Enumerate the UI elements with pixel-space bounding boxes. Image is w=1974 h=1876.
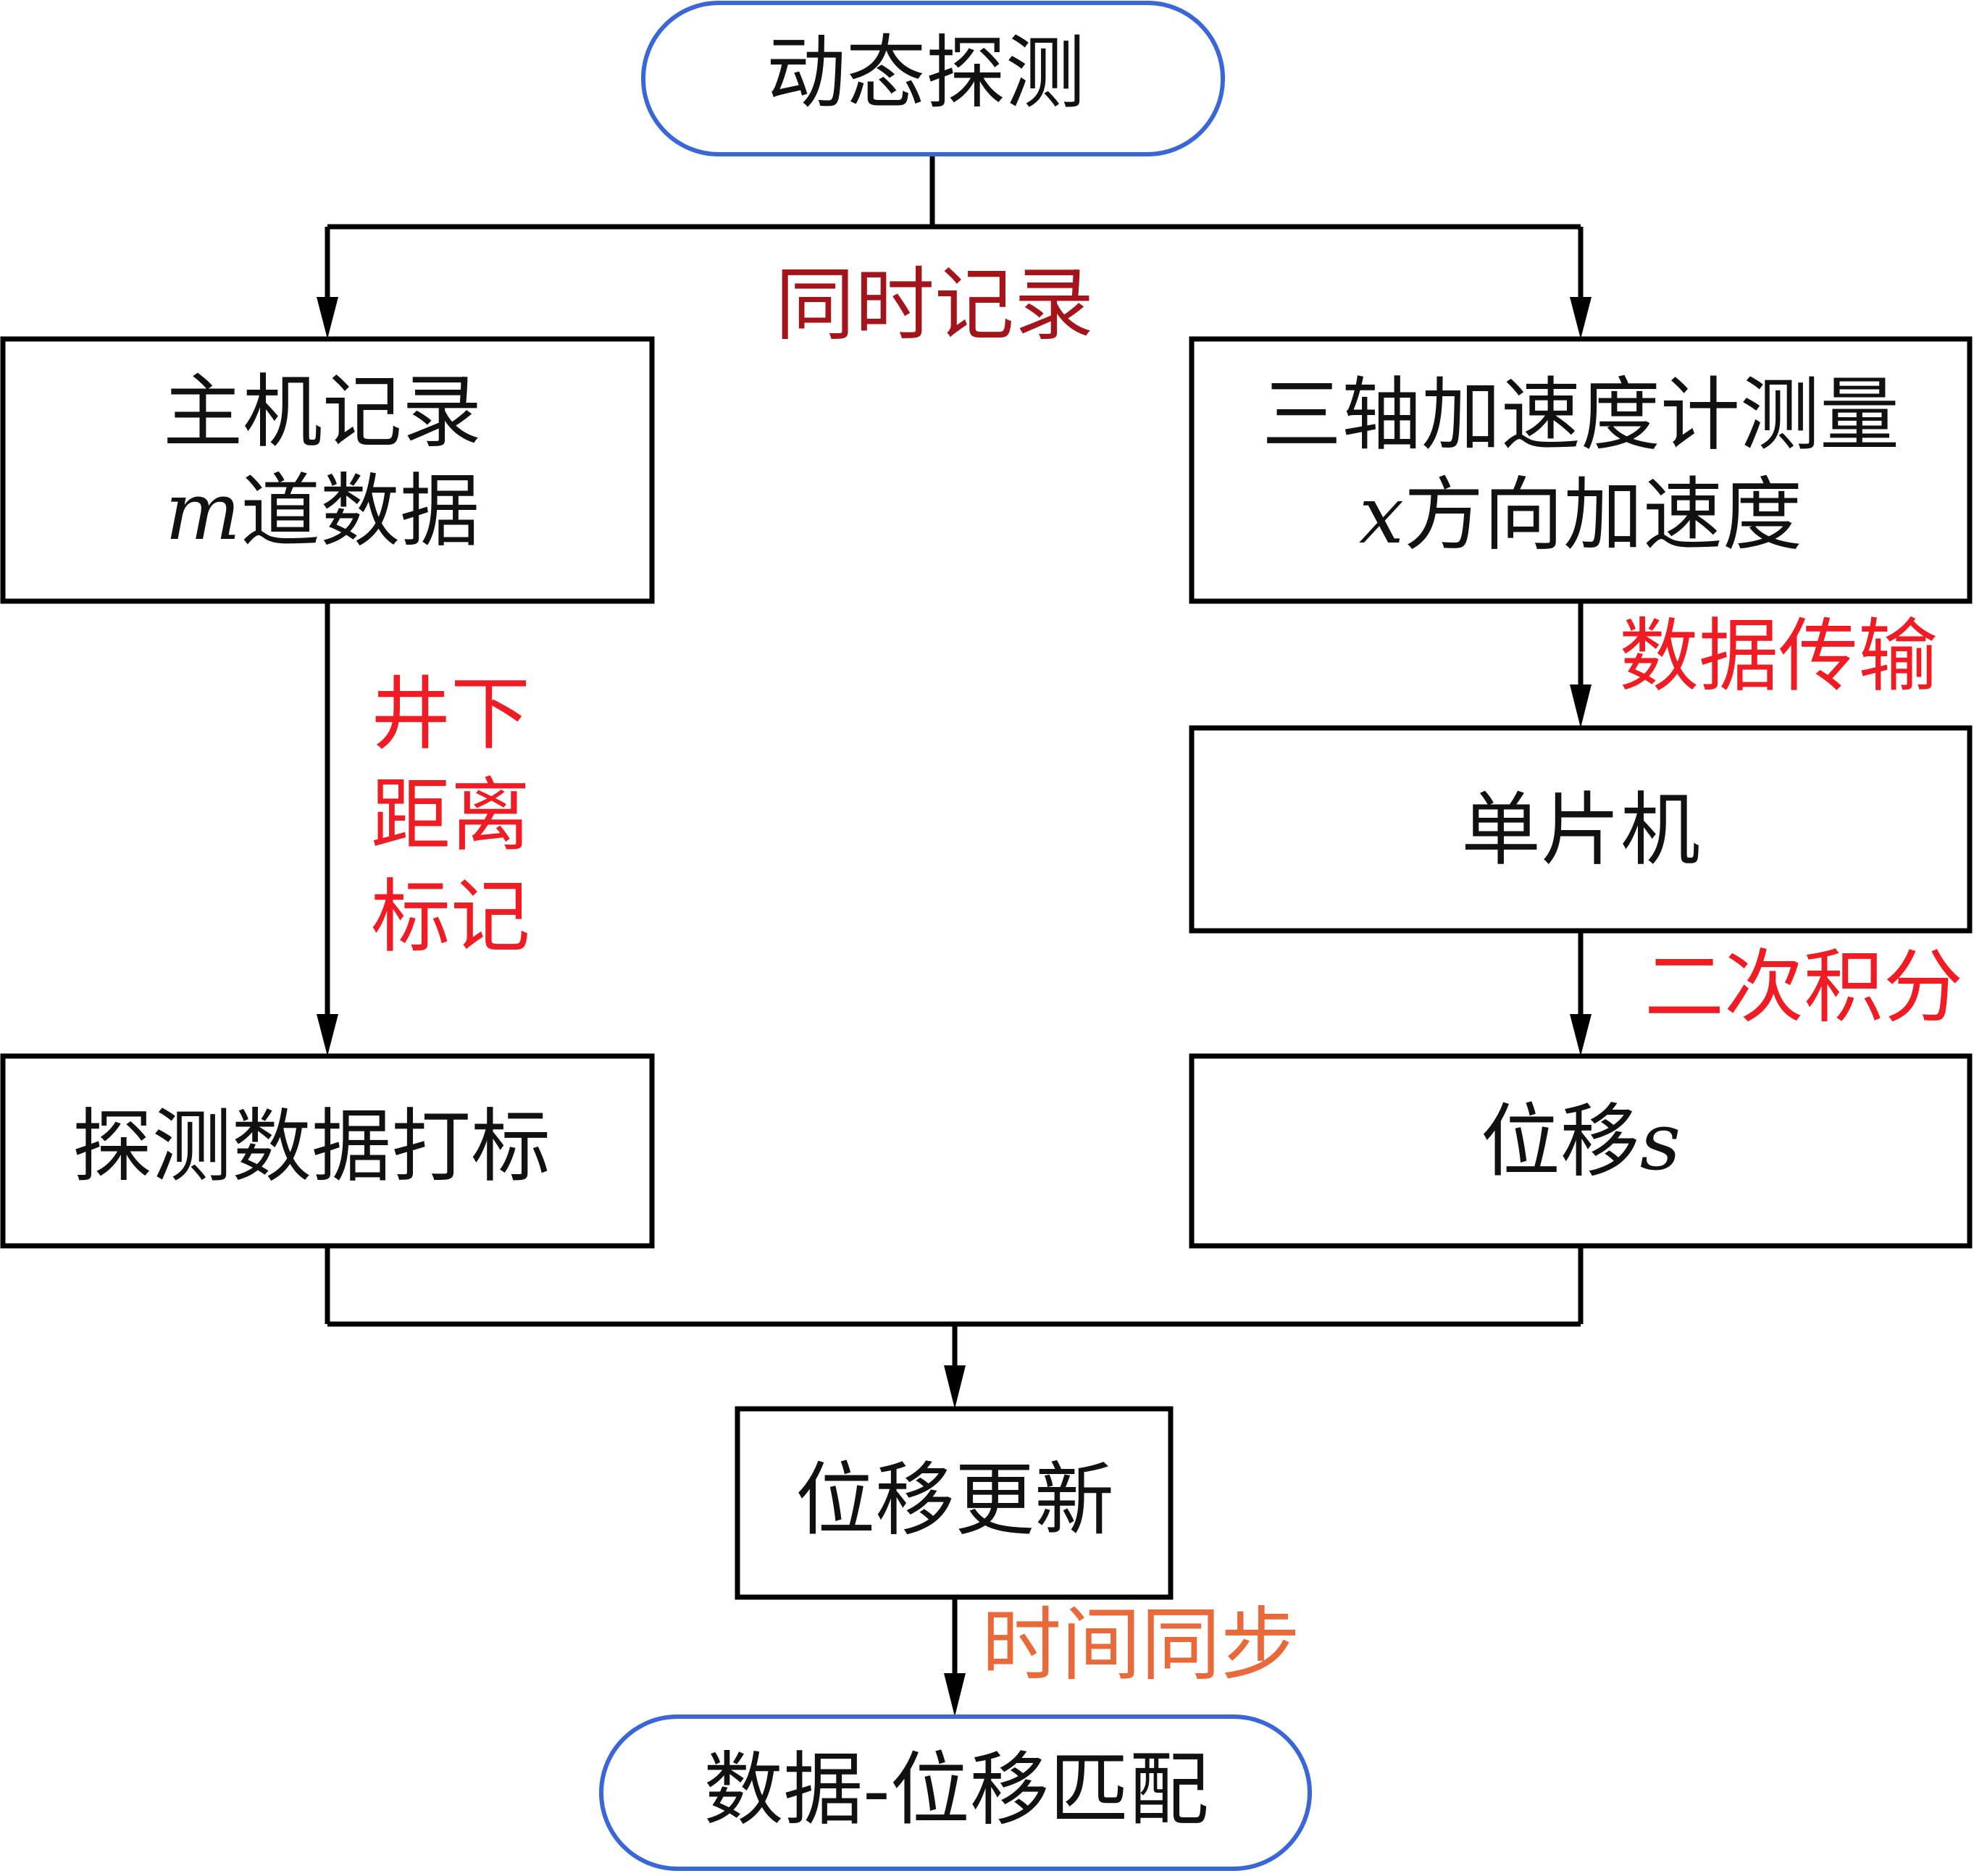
host-record-shape <box>0 336 655 604</box>
displacement-shape <box>1189 1053 1973 1249</box>
probe-mark-shape <box>0 1053 655 1249</box>
double-integral-label: 二次积分 <box>1644 941 1963 1034</box>
arrow-to-displacement <box>1570 1014 1592 1056</box>
arrow-to-accelerometer <box>1570 297 1592 339</box>
mcu-box: 单片机 <box>1189 725 1973 934</box>
update-shape <box>735 1406 1174 1600</box>
displacement-box: 位移s <box>1189 1053 1973 1249</box>
end-terminal: 数据-位移匹配 <box>599 1714 1312 1871</box>
host-record-box: 主机记录 m道数据 <box>0 336 655 604</box>
downhole-label-line1: 井下 <box>371 668 530 761</box>
update-box: 位移更新 <box>735 1406 1174 1600</box>
arrow-to-host-record <box>317 297 338 339</box>
arrow-to-update <box>944 1365 966 1409</box>
data-transfer-label: 数据传输 <box>1619 610 1938 703</box>
sync-record-label: 同时记录 <box>775 259 1094 351</box>
probe-mark-label: 探测数据打标 <box>72 1100 551 1193</box>
displacement-label: 位移 <box>1481 1095 1640 1188</box>
time-sync-label: 时间同步 <box>982 1599 1300 1691</box>
host-record-line2: 道数据 <box>241 465 480 558</box>
mcu-label: 单片机 <box>1461 784 1700 876</box>
connectors <box>317 154 1592 1717</box>
displacement-var: s <box>1640 1095 1681 1188</box>
start-terminal: 动态探测 <box>641 1 1225 156</box>
end-terminal-shape <box>599 1714 1312 1871</box>
probe-mark-box: 探测数据打标 <box>0 1053 655 1249</box>
displacement-label-group: 位移s <box>1481 1095 1681 1188</box>
accelerometer-line1: 三轴加速度计测量 <box>1262 369 1899 461</box>
end-label: 数据-位移匹配 <box>703 1743 1208 1836</box>
start-label: 动态探测 <box>766 27 1085 120</box>
host-record-line2-group: m道数据 <box>165 465 480 558</box>
host-record-var: m <box>165 465 241 558</box>
update-label: 位移更新 <box>795 1454 1114 1546</box>
host-record-line1: 主机记录 <box>163 366 482 458</box>
accelerometer-shape <box>1189 336 1973 604</box>
accelerometer-line2-group: x方向加速度 <box>1359 469 1802 561</box>
start-terminal-shape <box>641 1 1225 156</box>
arrow-to-mcu <box>1570 684 1592 728</box>
mcu-shape <box>1189 725 1973 934</box>
accelerometer-var: x <box>1359 469 1404 561</box>
accelerometer-box: 三轴加速度计测量 x方向加速度 <box>1189 336 1973 604</box>
downhole-label-line3: 标记 <box>371 871 530 963</box>
arrow-to-probe-mark <box>317 1014 338 1056</box>
accelerometer-line2: 方向加速度 <box>1404 469 1802 561</box>
downhole-label-line2: 距离 <box>371 769 530 862</box>
arrow-to-end <box>944 1673 966 1717</box>
